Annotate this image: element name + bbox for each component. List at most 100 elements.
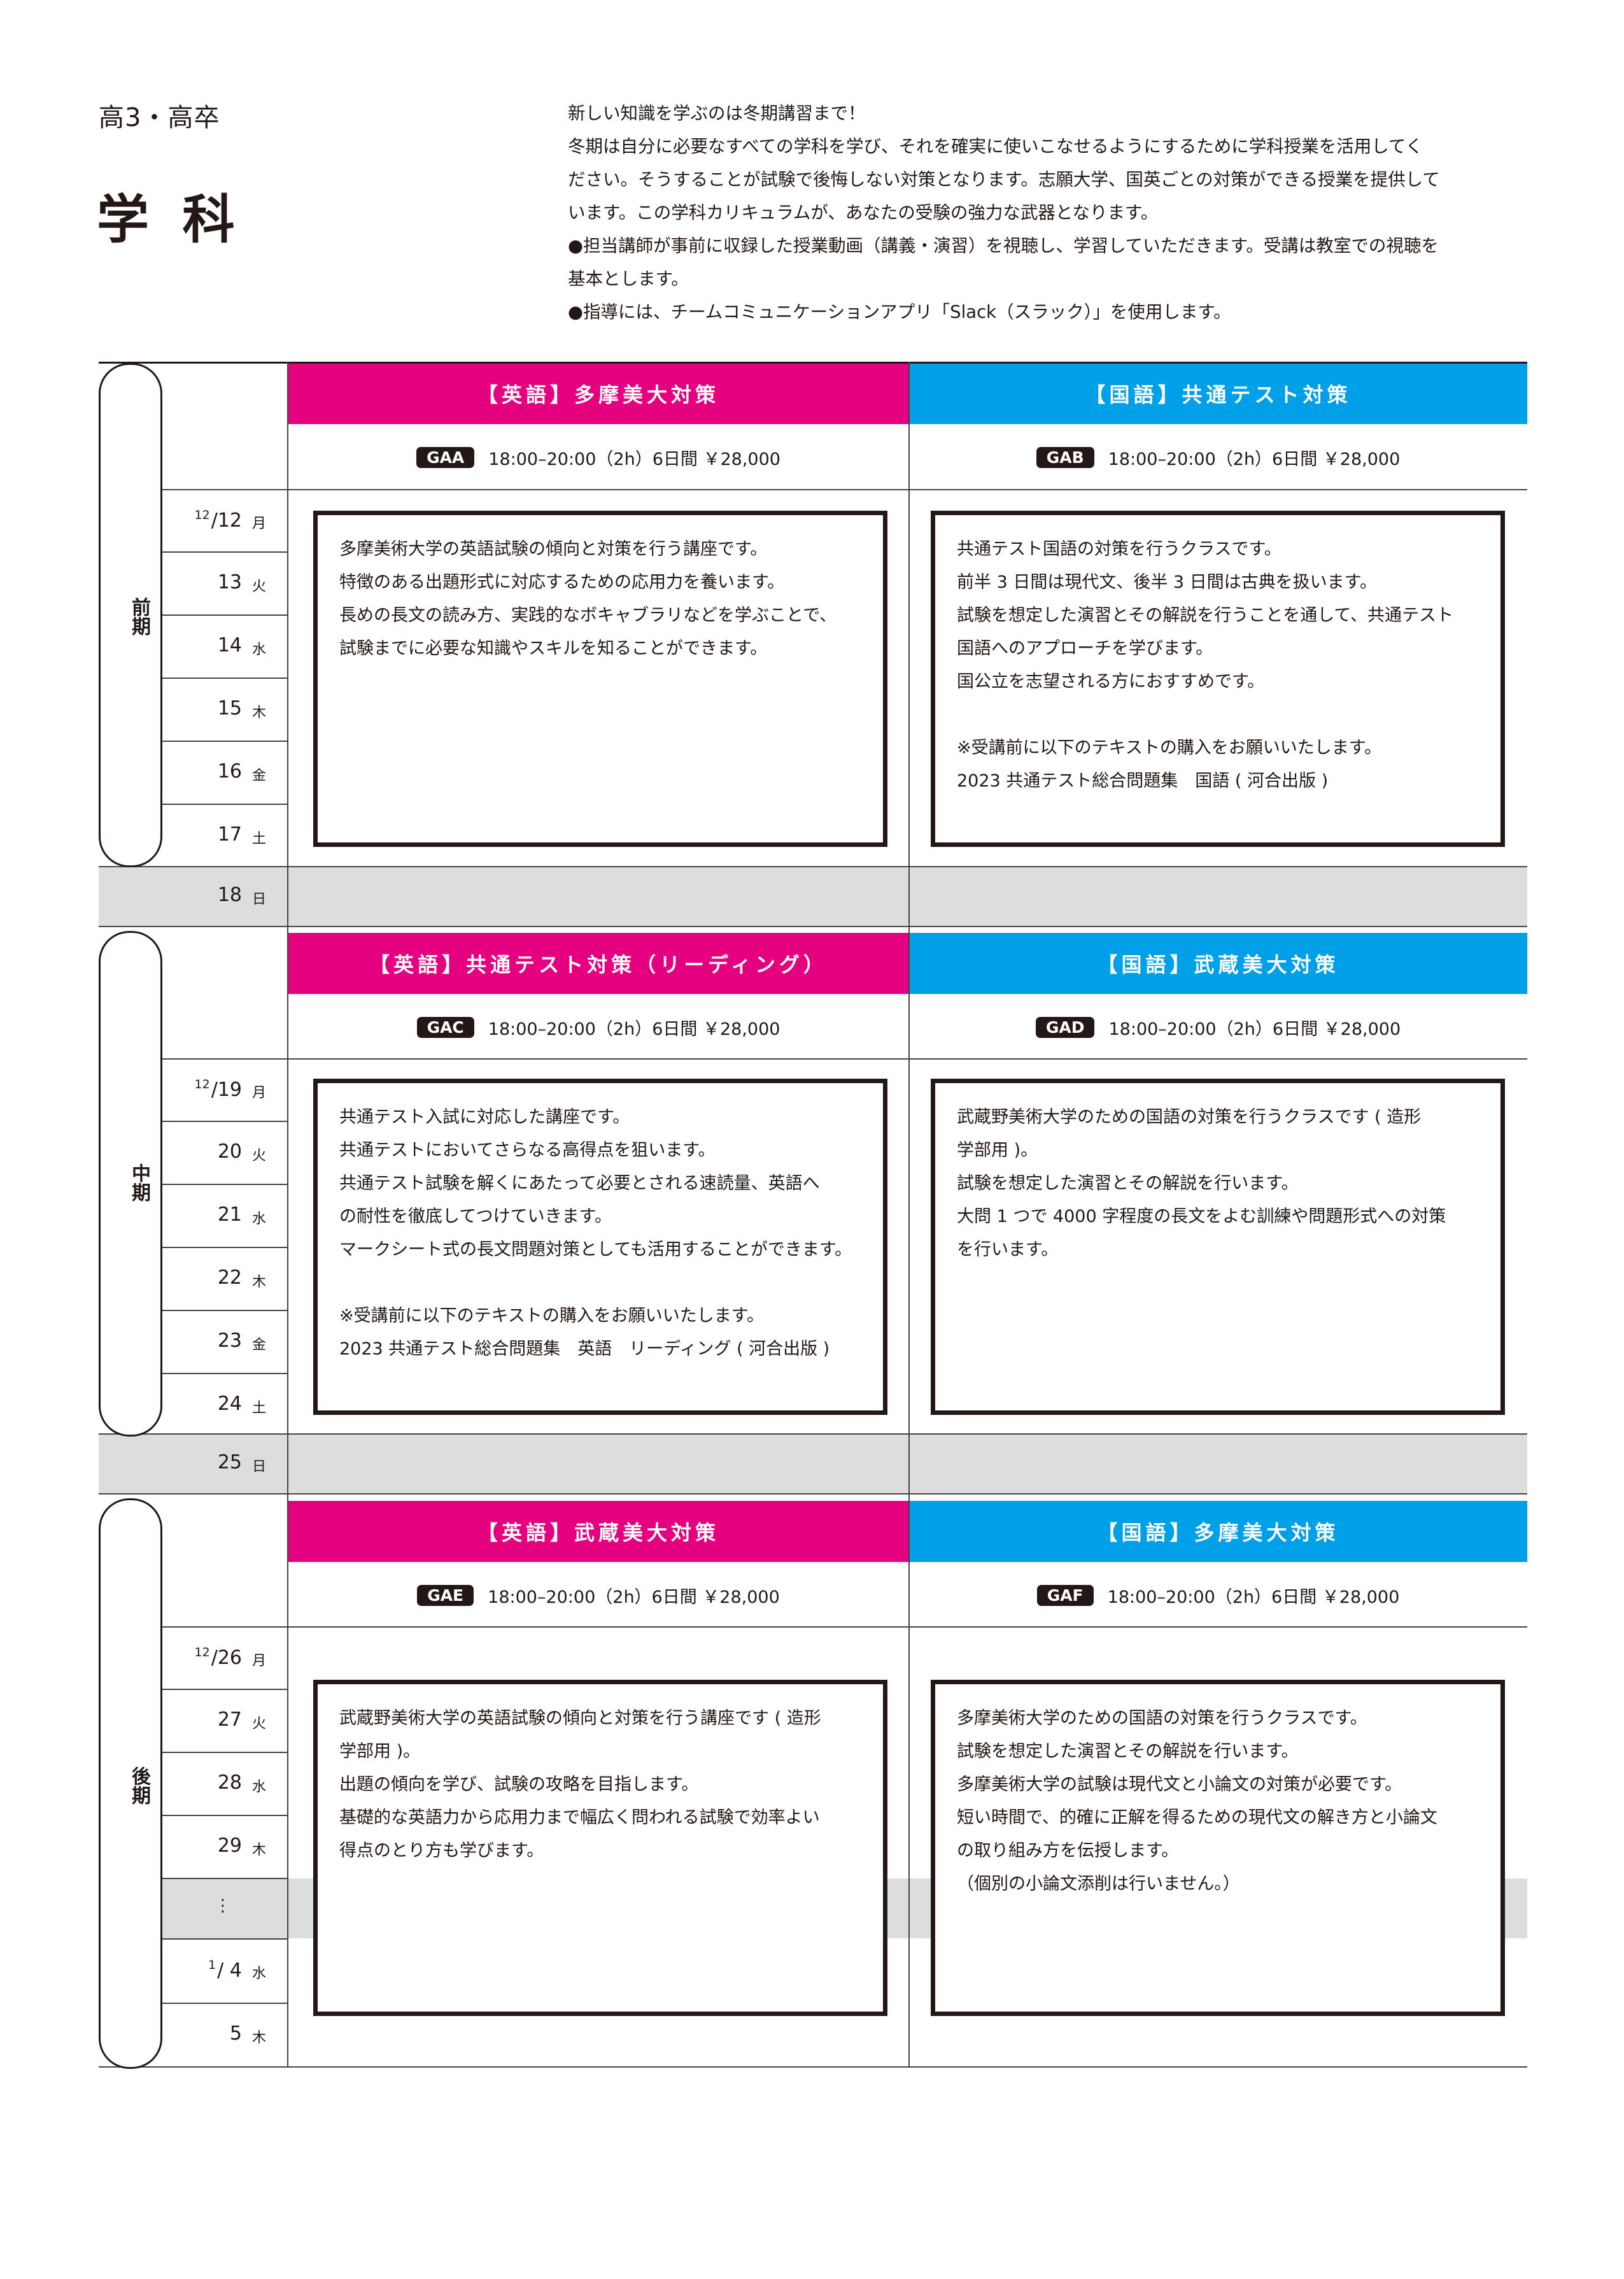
date-number: 13 bbox=[217, 571, 242, 593]
date-month: 12 bbox=[194, 1645, 210, 1659]
intro-line: 新しい知識を学ぶのは冬期講習まで！ bbox=[568, 103, 866, 124]
course-info-gae: GAE 18:00–20:00（2h）6日間 ￥28,000 bbox=[288, 1565, 909, 1626]
date-number: 5 bbox=[229, 2022, 242, 2045]
table-rule bbox=[99, 1493, 1527, 1494]
date-month: 12 bbox=[194, 508, 210, 522]
course-info-gab: GAB 18:00–20:00（2h）6日間 ￥28,000 bbox=[909, 427, 1527, 488]
description-line: 2023 共通テスト総合問題集 英語 リーディング ( 河合出版 ) bbox=[339, 1339, 830, 1359]
description-line: 多摩美術大学のための国語の対策を行うクラスです。 bbox=[957, 1708, 1367, 1728]
date-number: 25 bbox=[217, 1451, 242, 1473]
period-label: 中期 bbox=[128, 1163, 150, 1202]
date-number: 28 bbox=[217, 1771, 242, 1794]
table-rule bbox=[99, 489, 1527, 490]
course-schedule: 18:00–20:00（2h）6日間 ￥28,000 bbox=[1108, 449, 1401, 469]
course-header-gab: 【国語】共通テスト対策 bbox=[909, 363, 1527, 424]
description-line: 大問 1 つで 4000 字程度の長文をよむ訓練や問題形式への対策 bbox=[957, 1207, 1446, 1226]
course-header-gad: 【国語】武蔵美大対策 bbox=[909, 933, 1527, 994]
weekday: 月 bbox=[252, 516, 267, 532]
date-row: 28 水 bbox=[166, 1752, 286, 1815]
description-line: 試験を想定した演習とその解説を行うことを通して、共通テスト bbox=[957, 606, 1454, 625]
course-schedule: 18:00–20:00（2h）6日間 ￥28,000 bbox=[488, 1019, 780, 1039]
date-number: 12/12 bbox=[195, 508, 242, 532]
description-line: 多摩美術大学の英語試験の傾向と対策を行う講座です。 bbox=[339, 539, 768, 559]
date-number: 16 bbox=[217, 760, 242, 783]
date-rule bbox=[159, 1247, 288, 1248]
date-rule bbox=[159, 741, 288, 742]
table-rule bbox=[99, 1626, 1527, 1628]
weekday: 土 bbox=[252, 1400, 267, 1416]
date-number: 1/ 4 bbox=[208, 1958, 242, 1982]
date-number: 14 bbox=[217, 634, 242, 657]
date-rule bbox=[159, 1689, 288, 1690]
period-pill bbox=[99, 363, 162, 867]
date-number: 18 bbox=[217, 884, 242, 906]
date-number: 21 bbox=[217, 1203, 242, 1226]
weekday: 火 bbox=[252, 1716, 267, 1732]
date-number: 27 bbox=[217, 1708, 242, 1731]
table-column-rule bbox=[908, 362, 910, 2068]
description-line: （個別の小論文添削は行いません。） bbox=[957, 1874, 1240, 1894]
period-label: 後期 bbox=[128, 1766, 150, 1805]
course-info-gac: GAC 18:00–20:00（2h）6日間 ￥28,000 bbox=[288, 997, 909, 1058]
course-description-gaa: 多摩美術大学の英語試験の傾向と対策を行う講座です。 特徴のある出題形式に対応する… bbox=[313, 511, 887, 847]
date-rule bbox=[159, 1310, 288, 1311]
date-rule bbox=[159, 1878, 288, 1879]
course-code-badge: GAE bbox=[417, 1584, 474, 1606]
table-rule bbox=[99, 926, 1527, 927]
date-rule bbox=[159, 2003, 288, 2004]
date-rule bbox=[159, 1938, 288, 1940]
intro-line: います。この学科カリキュラムが、あなたの受験の強力な武器となります。 bbox=[568, 202, 1159, 223]
date-row: 18 日 bbox=[166, 865, 286, 927]
table-rule bbox=[99, 1433, 1527, 1435]
date-day: / 4 bbox=[217, 1959, 242, 1982]
date-rule bbox=[159, 1121, 288, 1122]
weekday: 水 bbox=[252, 1779, 267, 1795]
weekday: 水 bbox=[252, 642, 267, 658]
weekday: 木 bbox=[252, 1842, 267, 1858]
intro-text: 新しい知識を学ぶのは冬期講習まで！ 冬期は自分に必要なすべての学科を学び、それを… bbox=[568, 97, 1536, 329]
period-label: 前期 bbox=[128, 597, 150, 635]
course-description-gaf: 多摩美術大学のための国語の対策を行うクラスです。 試験を想定した演習とその解説を… bbox=[931, 1680, 1505, 2016]
intro-line: 冬期は自分に必要なすべての学科を学び、それを確実に使いこなせるようにするために学… bbox=[568, 136, 1423, 157]
sunday-row bbox=[99, 1433, 1527, 1493]
weekday: 土 bbox=[252, 831, 267, 847]
course-schedule: 18:00–20:00（2h）6日間 ￥28,000 bbox=[488, 449, 780, 469]
date-number: 12/26 bbox=[195, 1645, 242, 1669]
date-number: 23 bbox=[217, 1330, 242, 1352]
description-line: 学部用 )。 bbox=[957, 1140, 1038, 1160]
description-line: 短い時間で、的確に正解を得るための現代文の解き方と小論文 bbox=[957, 1808, 1437, 1828]
description-line: ※受講前に以下のテキストの購入をお願いいたします。 bbox=[957, 738, 1382, 758]
date-number: 20 bbox=[217, 1140, 242, 1163]
date-day: /26 bbox=[211, 1647, 242, 1669]
course-description-gac: 共通テスト入試に対応した講座です。 共通テストにおいてさらなる高得点を狙います。… bbox=[313, 1079, 887, 1415]
intro-line: 基本とします。 bbox=[568, 269, 689, 289]
sunday-row bbox=[99, 866, 1527, 926]
date-gap-ellipsis: ⋮ bbox=[215, 1896, 231, 1915]
date-month: 12 bbox=[194, 1077, 210, 1091]
description-line: 武蔵野美術大学のための国語の対策を行うクラスです ( 造形 bbox=[957, 1107, 1422, 1127]
description-line: の取り組み方を伝授します。 bbox=[957, 1841, 1179, 1861]
description-line: 共通テスト入試に対応した講座です。 bbox=[339, 1107, 630, 1127]
weekday: 日 bbox=[252, 1459, 267, 1475]
table-column-rule bbox=[287, 362, 288, 2068]
description-line: 得点のとり方も学びます。 bbox=[339, 1841, 544, 1861]
course-description-gae: 武蔵野美術大学の英語試験の傾向と対策を行う講座です ( 造形 学部用 )。 出題… bbox=[313, 1680, 887, 2016]
intro-line: ださい。そうすることが試験で後悔しない対策となります。志願大学、国英ごとの対策が… bbox=[568, 169, 1440, 190]
table-rule bbox=[99, 362, 1527, 364]
course-info-gaf: GAF 18:00–20:00（2h）6日間 ￥28,000 bbox=[909, 1565, 1527, 1626]
weekday: 日 bbox=[252, 891, 267, 907]
description-line: 前半 3 日間は現代文、後半 3 日間は古典を扱います。 bbox=[957, 572, 1377, 592]
description-line bbox=[957, 699, 1479, 732]
description-line: 共通テスト国語の対策を行うクラスです。 bbox=[957, 539, 1282, 559]
date-month: 1 bbox=[208, 1958, 216, 1972]
date-row: 27 火 bbox=[166, 1689, 286, 1752]
description-line: 試験を想定した演習とその解説を行います。 bbox=[957, 1742, 1299, 1761]
course-info-gad: GAD 18:00–20:00（2h）6日間 ￥28,000 bbox=[909, 997, 1527, 1058]
